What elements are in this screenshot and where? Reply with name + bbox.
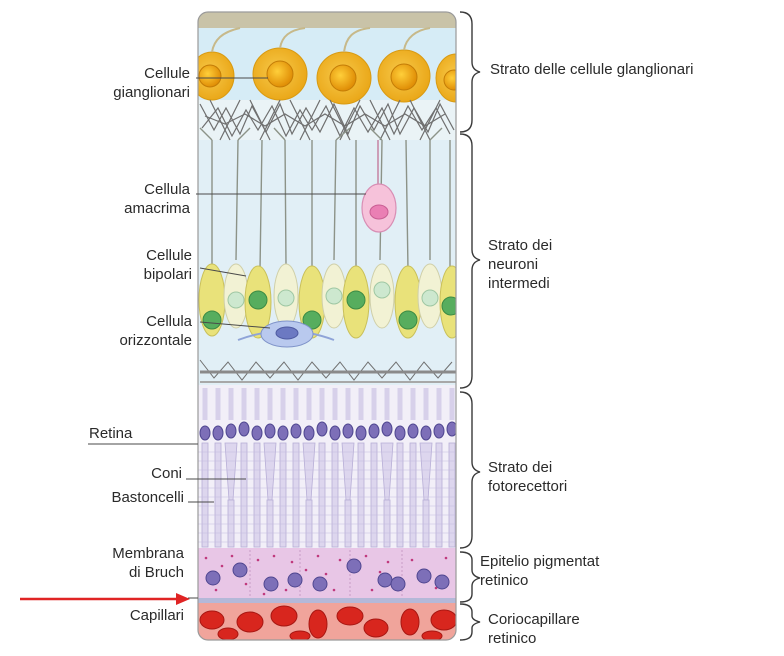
label-rpe: Epitelio pigmentat retinico xyxy=(480,552,680,590)
red-arrow xyxy=(20,593,190,605)
label-ganglion-cells: Cellule gianglionari xyxy=(70,64,190,102)
label-amacrine-cell: Cellula amacrima xyxy=(70,180,190,218)
label-bruch-membrane: Membrana di Bruch xyxy=(60,544,184,582)
label-retina: Retina xyxy=(89,424,169,443)
label-rods: Bastoncelli xyxy=(60,488,184,507)
label-bipolar-cells: Cellule bipolari xyxy=(70,246,192,284)
label-ganglion-layer: Strato delle cellule glanglionari xyxy=(490,60,780,79)
photoreceptor-layer-bg xyxy=(198,385,456,550)
bruch-membrane xyxy=(198,598,456,603)
right-braces xyxy=(460,12,480,640)
label-choriocapillaris: Coriocapillare retinico xyxy=(488,610,688,648)
retina-column xyxy=(190,12,476,641)
label-capillaries: Capillari xyxy=(60,606,184,625)
label-horizontal-cell: Cellula orizzontale xyxy=(60,312,192,350)
inner-limiting-membrane xyxy=(198,12,456,28)
label-photoreceptor-layer: Strato dei fotorecettori xyxy=(488,458,688,496)
label-intermediate-layer: Strato dei neuroni intermedi xyxy=(488,236,688,293)
label-cones: Coni xyxy=(60,464,182,483)
